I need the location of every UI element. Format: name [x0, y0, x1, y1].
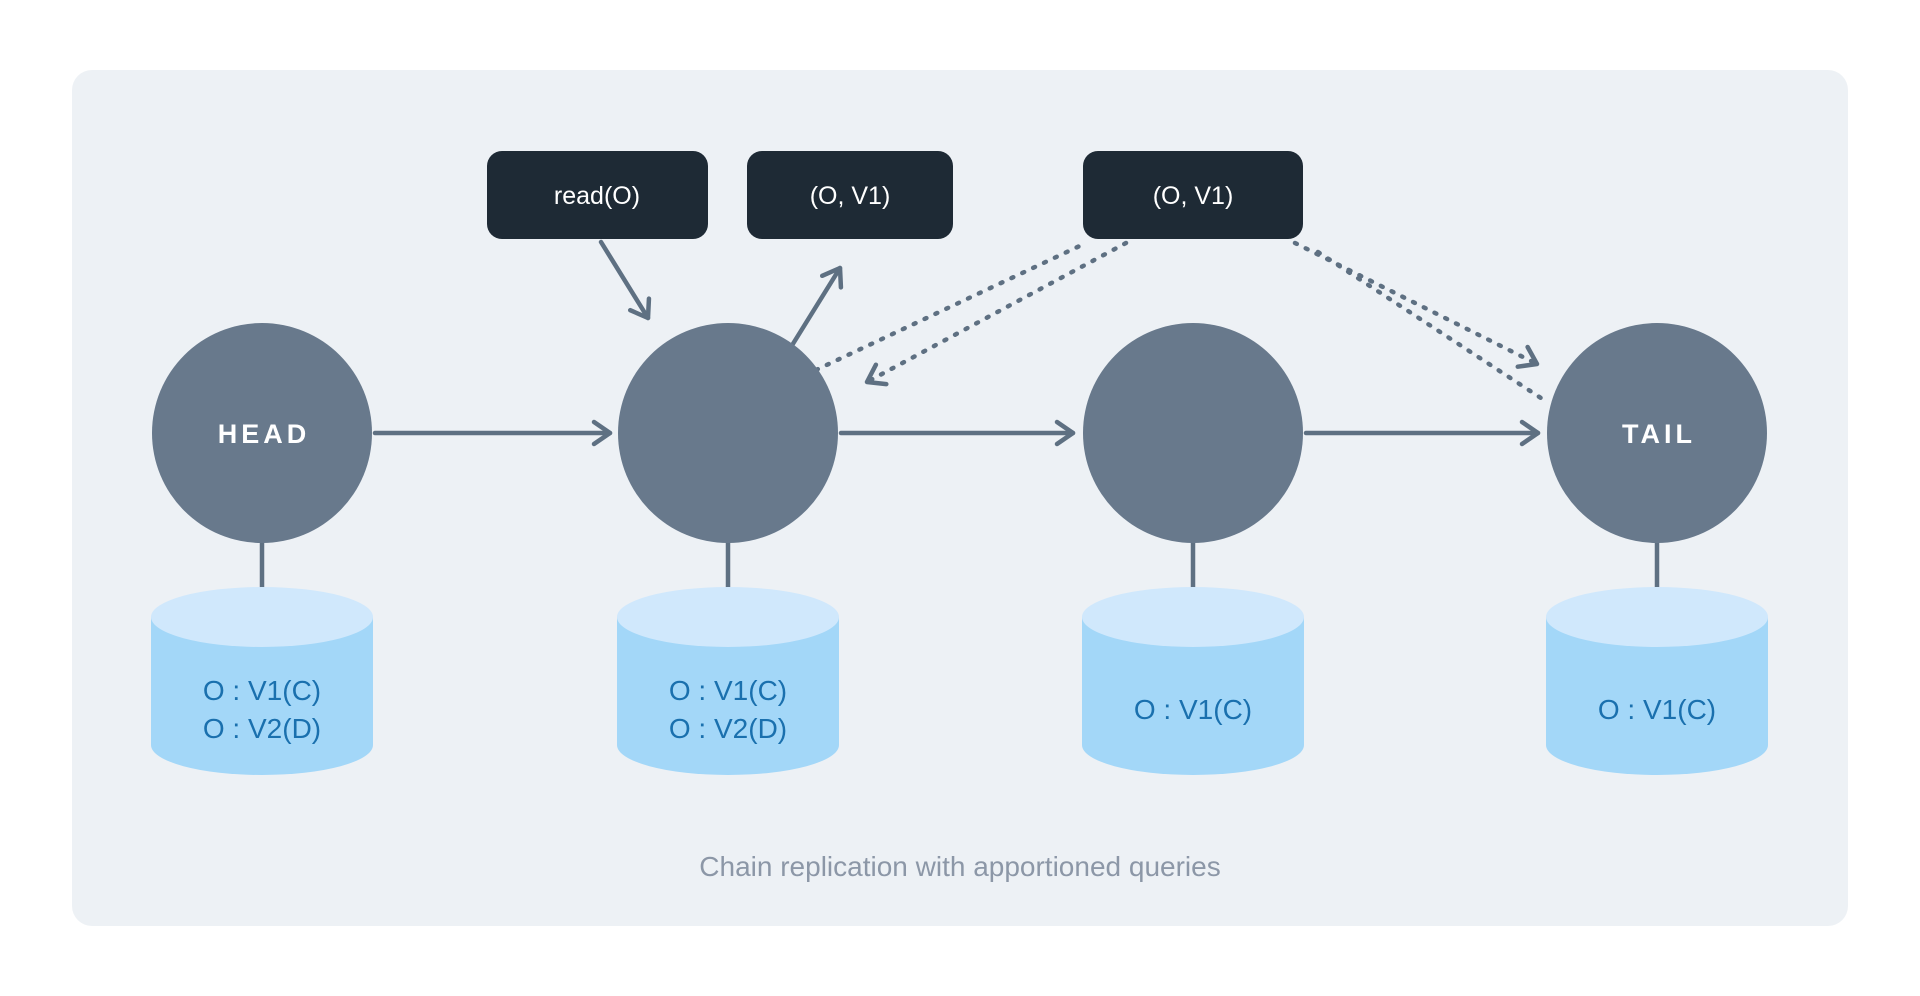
storage-cylinder-head: O : V1(C) O : V2(D)	[151, 587, 373, 775]
node-replica-1	[618, 323, 838, 543]
node-tail-label: TAIL	[1622, 419, 1696, 449]
message-box-reply-label: (O, V1)	[810, 182, 891, 210]
storage-tail-line-1: O : V1(C)	[1598, 694, 1716, 725]
arrow-read-request	[598, 239, 652, 321]
storage-cylinder-tail: O : V1(C)	[1546, 587, 1768, 775]
dotted-line-replica1-to-message	[813, 240, 1089, 373]
message-box-version	[1083, 151, 1303, 239]
storage-replica1-line-2: O : V2(D)	[669, 713, 787, 744]
storage-replica2-line-1: O : V1(C)	[1134, 694, 1252, 725]
storage-cylinder-replica1: O : V1(C) O : V2(D)	[617, 587, 839, 775]
storage-cylinder-replica2: O : V1(C)	[1082, 587, 1304, 775]
message-box-version-label: (O, V1)	[1153, 182, 1234, 210]
dotted-line-tail-to-message	[1315, 249, 1550, 405]
message-box-read-label: read(O)	[554, 182, 640, 210]
node-tail	[1547, 323, 1767, 543]
diagram-caption: Chain replication with apportioned queri…	[699, 851, 1220, 882]
dotted-arrow-message-to-tail	[1292, 240, 1540, 369]
diagram-panel	[72, 70, 1848, 926]
dotted-arrow-message-to-replica1	[864, 240, 1129, 387]
node-head	[152, 323, 372, 543]
storage-head-line-1: O : V1(C)	[203, 675, 321, 706]
storage-replica1-line-1: O : V1(C)	[669, 675, 787, 706]
storage-head-line-2: O : V2(D)	[203, 713, 321, 744]
arrow-read-reply	[788, 265, 844, 350]
node-replica-2	[1083, 323, 1303, 543]
node-head-label: HEAD	[218, 419, 311, 449]
message-box-reply	[747, 151, 953, 239]
message-box-read	[487, 151, 708, 239]
